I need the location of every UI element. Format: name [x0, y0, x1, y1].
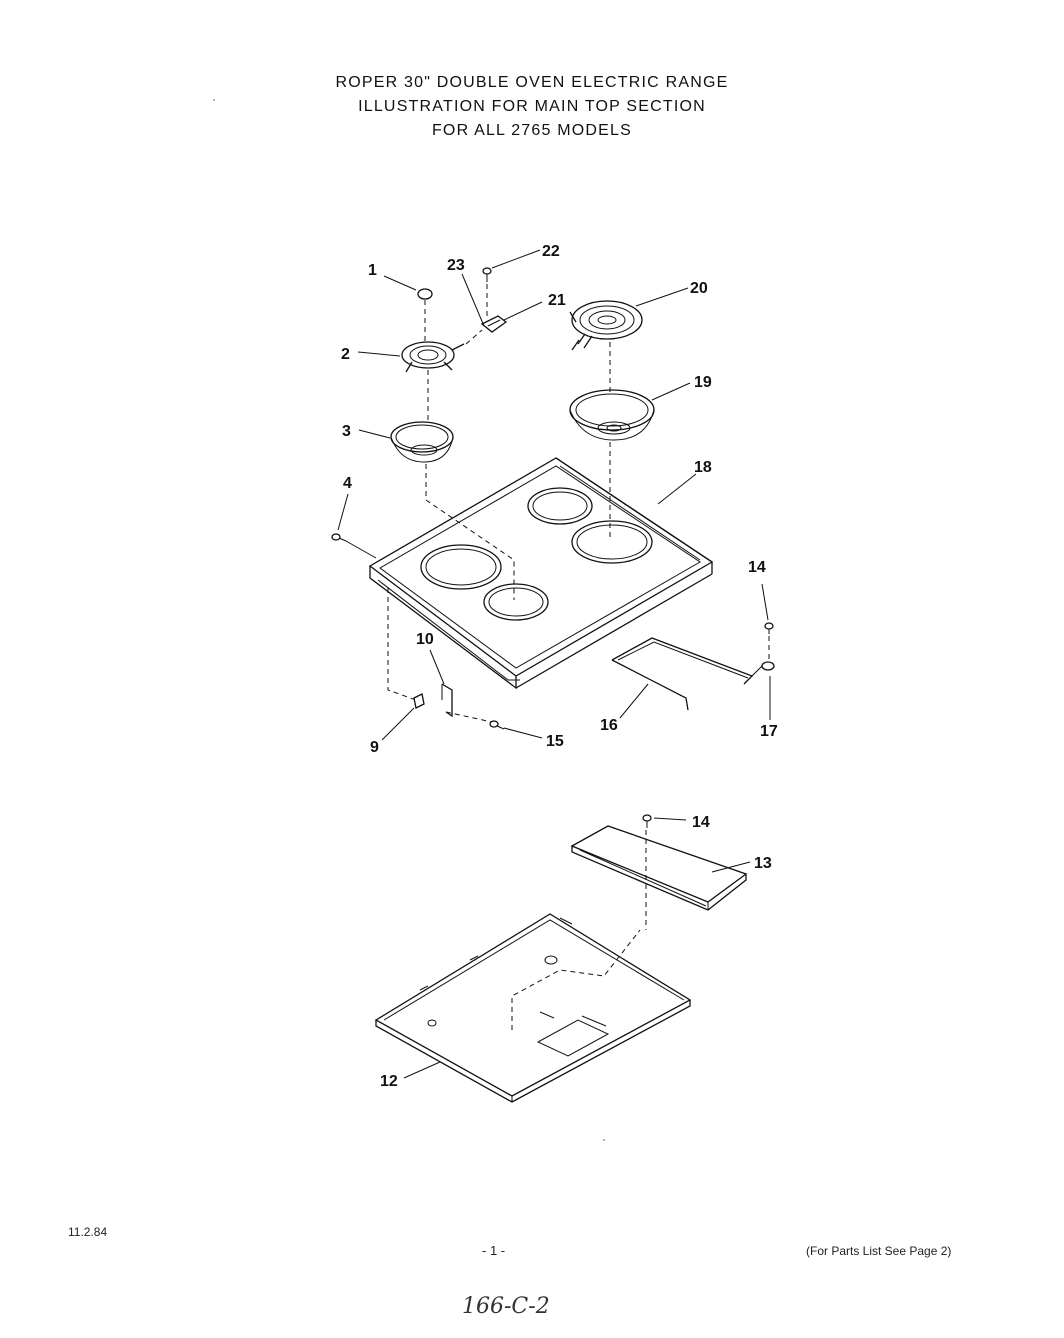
bracket-part [441, 683, 453, 718]
screw-15-part [489, 720, 505, 730]
callout-21: 21 [548, 292, 566, 309]
screw-22-part [482, 267, 492, 282]
callout-2: 2 [341, 346, 350, 363]
clip-part [413, 693, 425, 709]
large-surface-element-part [569, 300, 643, 351]
callout-15: 15 [546, 733, 564, 750]
small-surface-element-part [401, 341, 465, 373]
diagram-title-line-3: FOR ALL 2765 MODELS [431, 122, 633, 139]
callout-18: 18 [694, 459, 712, 476]
cover-panel-part [570, 825, 748, 911]
leader-lines [337, 249, 771, 1079]
rod-part [611, 637, 754, 711]
callout-4: 4 [343, 475, 352, 492]
screw-14b-part [642, 814, 652, 828]
receptacle-part [480, 315, 508, 333]
main-top-part [368, 457, 714, 690]
parts-list-reference: (For Parts List See Page 2) [806, 1244, 952, 1258]
diagram-title-line-1: ROPER 30" DOUBLE OVEN ELECTRIC RANGE [335, 74, 729, 91]
base-panel-part [374, 913, 692, 1103]
callout-3: 3 [342, 423, 351, 440]
callout-17: 17 [760, 723, 778, 740]
surface-burner-openings [420, 487, 653, 621]
revision-date: 11.2.84 [68, 1225, 108, 1239]
callout-19: 19 [694, 374, 712, 391]
callout-23: 23 [447, 257, 465, 274]
screw-14-part [764, 622, 774, 634]
callout-16: 16 [600, 717, 618, 734]
page-number: - 1 - [482, 1243, 506, 1258]
callout-14-upper: 14 [748, 559, 766, 576]
clip-17-part [751, 661, 775, 677]
screw-4-part [331, 533, 347, 542]
callout-9: 9 [370, 739, 379, 756]
callout-12: 12 [380, 1073, 398, 1090]
diagram-title-line-2: ILLUSTRATION FOR MAIN TOP SECTION [358, 98, 706, 115]
callout-20: 20 [690, 280, 708, 297]
small-drip-bowl-part [390, 421, 454, 463]
callout-14-lower: 14 [692, 814, 710, 831]
callout-22: 22 [542, 243, 560, 260]
callout-13: 13 [754, 855, 772, 872]
handwritten-code: 166-C-2 [462, 1294, 550, 1319]
knob-cap-part [417, 288, 433, 300]
large-drip-bowl-part [569, 389, 655, 441]
callout-1: 1 [368, 262, 377, 279]
callout-10: 10 [416, 631, 434, 648]
